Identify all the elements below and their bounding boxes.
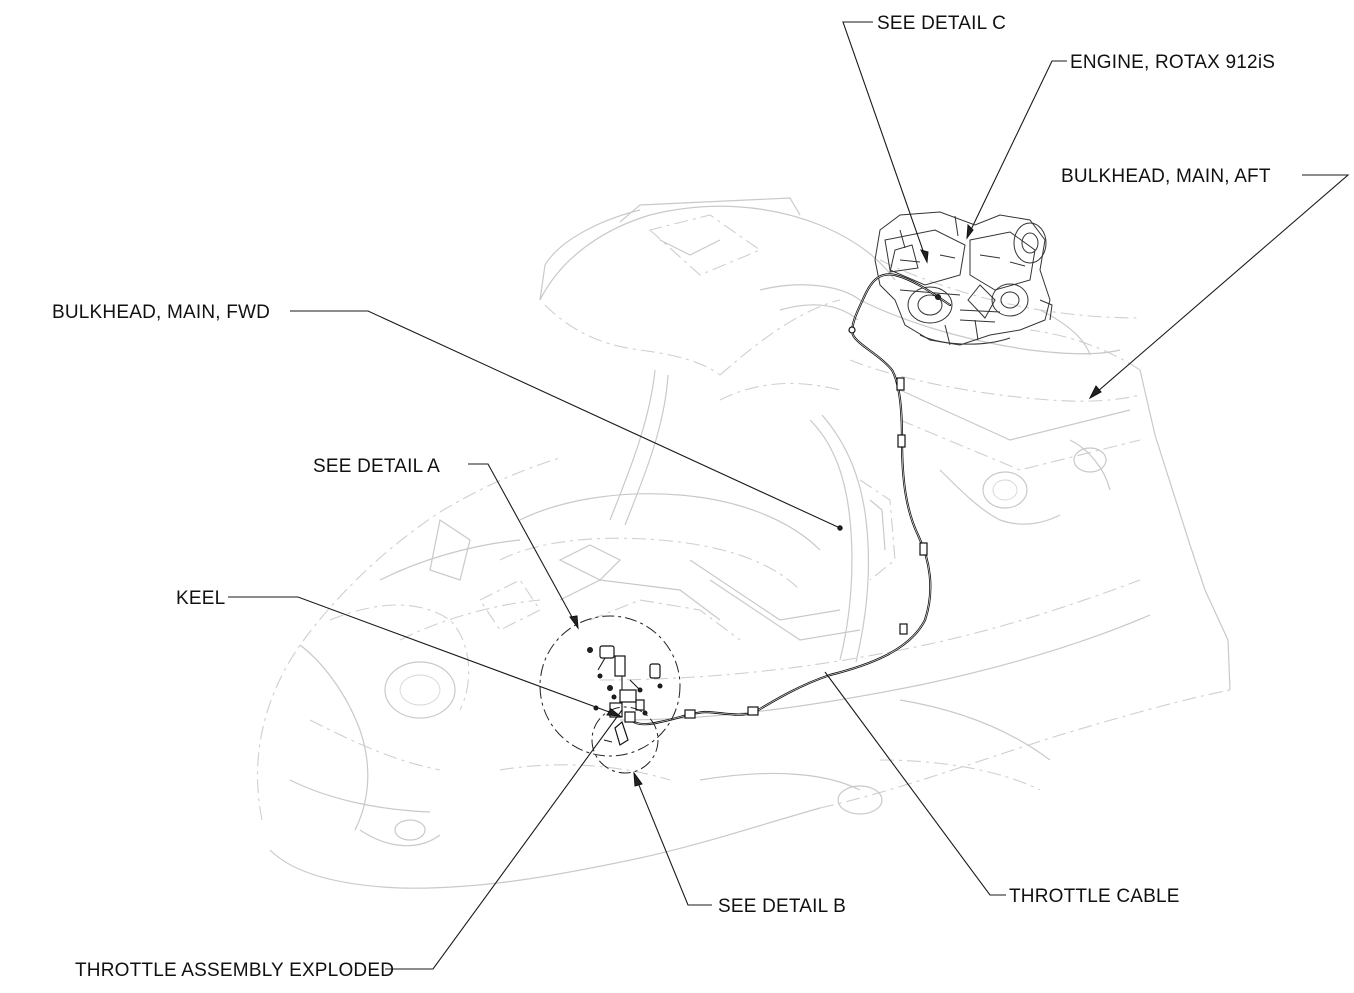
cable-clamp <box>747 706 759 716</box>
detail-b-circle <box>591 706 659 774</box>
cable-clamp <box>896 377 905 391</box>
callout-keel: KEEL <box>176 588 225 609</box>
callout-engine: ENGINE, ROTAX 912iS <box>1070 52 1275 73</box>
cable-end-fitting <box>935 294 941 300</box>
throttle-assembly-parts <box>587 645 663 746</box>
callout-see-detail-a: SEE DETAIL A <box>313 456 440 477</box>
airframe-phantom <box>257 197 1231 889</box>
callout-see-detail-c: SEE DETAIL C <box>877 13 1006 34</box>
callout-throttle-cable: THROTTLE CABLE <box>1009 886 1180 907</box>
cable-clamp <box>848 326 856 334</box>
throttle-cable-path <box>632 273 952 726</box>
cable-clamp <box>684 709 696 719</box>
engine-rotax <box>874 211 1053 346</box>
cable-clamp <box>897 434 906 448</box>
cable-clamp <box>919 542 928 556</box>
cable-clamp <box>899 623 908 635</box>
callout-bulkhead-main-fwd: BULKHEAD, MAIN, FWD <box>52 302 270 323</box>
callout-throttle-assembly-exploded: THROTTLE ASSEMBLY EXPLODED <box>75 960 394 981</box>
callout-bulkhead-main-aft: BULKHEAD, MAIN, AFT <box>1061 166 1271 187</box>
callout-see-detail-b: SEE DETAIL B <box>718 896 846 917</box>
detail-a-circle <box>539 615 681 757</box>
leader-lines <box>228 21 1350 970</box>
